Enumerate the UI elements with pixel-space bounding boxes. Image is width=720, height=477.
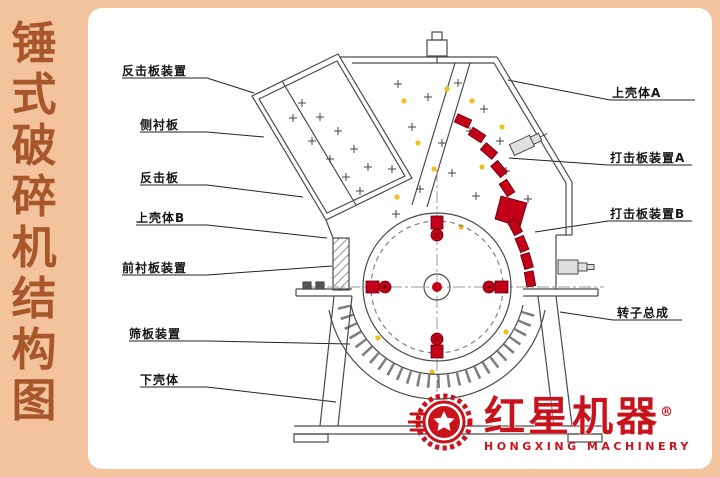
label-impact-plate-assembly: 反击板装置 — [122, 64, 188, 78]
title-char: 式 — [11, 68, 57, 121]
title-char: 破 — [11, 119, 57, 172]
label-striking-plate-assembly-b: 打击板装置B — [610, 207, 686, 221]
hongxing-logo: 红星机器® HONGXING MACHINERY — [408, 386, 692, 458]
leader-lines — [122, 77, 695, 403]
title-char: 锤 — [11, 17, 57, 70]
logo-subtitle: HONGXING MACHINERY — [484, 440, 692, 454]
content-panel — [88, 8, 712, 469]
tension-bolt-upper — [508, 132, 548, 157]
plate-plus-marks — [289, 99, 372, 195]
striking-plate-chain-b — [506, 217, 537, 288]
title-char: 机 — [11, 221, 57, 274]
title-char: 结 — [11, 272, 57, 325]
title-char: 碎 — [11, 170, 57, 223]
label-front-liner-assembly: 前衬板装置 — [122, 261, 188, 275]
striking-plate-chain-a — [453, 113, 528, 228]
label-rotor-assembly: 转子总成 — [617, 306, 670, 320]
logo-name: 红星机器® — [484, 392, 676, 441]
page-title: 锤 式 破 碎 机 结 构 图 — [4, 18, 64, 426]
casing-plus-marks — [388, 79, 532, 226]
label-upper-shell-b: 上壳体B — [136, 211, 186, 225]
title-char: 构 — [11, 323, 57, 376]
label-impact-plate: 反击板 — [140, 171, 180, 185]
label-upper-shell-a: 上壳体A — [612, 86, 662, 100]
impact-plate-panel — [251, 53, 413, 239]
rotor-shaft-bolt — [557, 259, 595, 275]
label-side-liner: 侧衬板 — [140, 118, 180, 132]
title-char: 图 — [11, 374, 57, 427]
logo-text: 红星机器® HONGXING MACHINERY — [484, 391, 692, 454]
label-striking-plate-assembly-a: 打击板装置A — [610, 151, 686, 165]
yellow-dots — [375, 86, 523, 375]
label-lower-shell: 下壳体 — [140, 373, 180, 387]
front-liner-plate — [332, 237, 350, 291]
registered-mark: ® — [660, 404, 676, 420]
gear-star-icon — [408, 393, 473, 451]
upper-casing — [340, 31, 573, 289]
label-screen-plate-assembly: 筛板装置 — [129, 327, 182, 341]
